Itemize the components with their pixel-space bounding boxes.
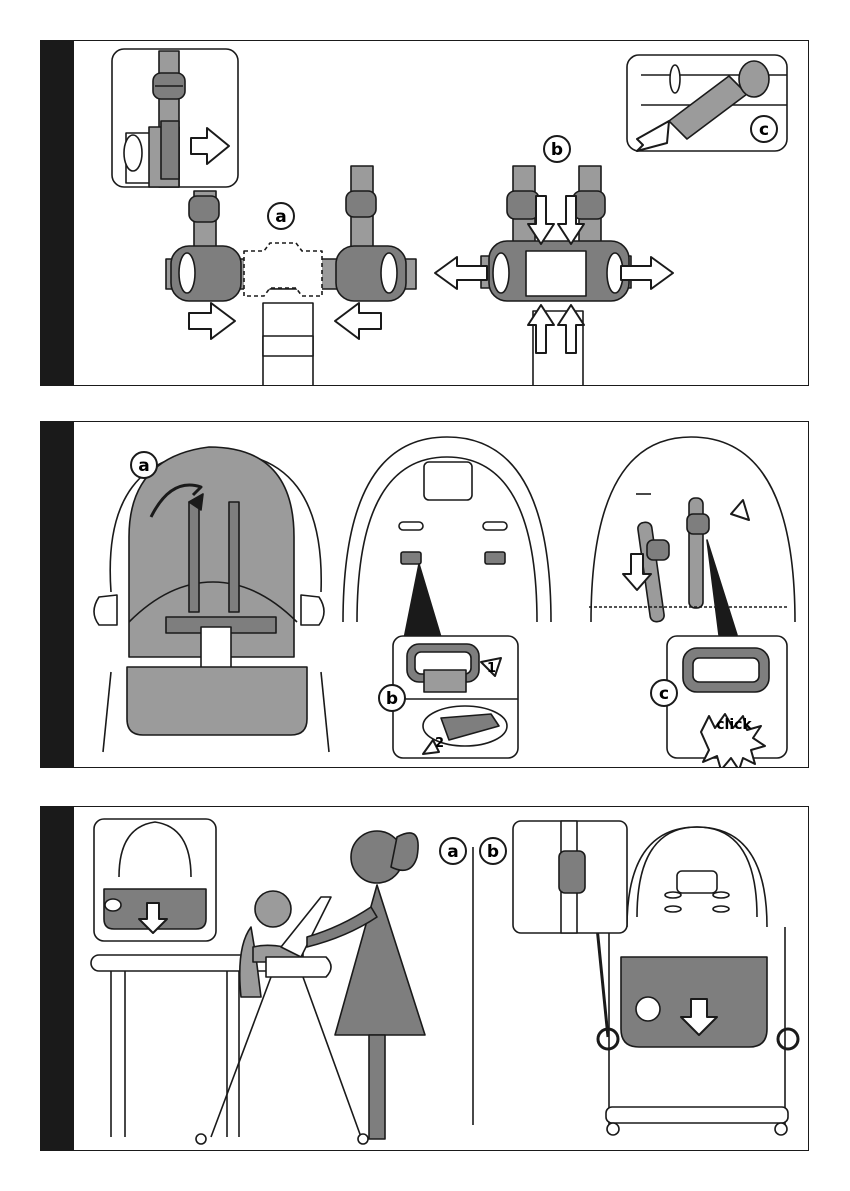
label-c: c: [751, 116, 777, 142]
label-b: b: [544, 136, 570, 162]
label-b: b: [379, 685, 405, 711]
instruction-panel-1: a b c: [40, 40, 809, 386]
label-c: c: [651, 680, 677, 706]
label-a: a: [131, 452, 157, 478]
step-number-2: 2: [435, 736, 444, 751]
instruction-panel-3: a b: [40, 806, 809, 1151]
seat-cover-illustration: click 1 2 a b c: [41, 422, 809, 768]
svg-text:b: b: [487, 842, 499, 862]
svg-text:c: c: [759, 120, 769, 140]
svg-text:c: c: [659, 684, 669, 704]
label-a: a: [440, 838, 466, 864]
label-a: a: [268, 203, 294, 229]
inset-strap-slider: [112, 49, 238, 187]
step-number-1: 1: [487, 661, 496, 676]
svg-text:a: a: [138, 456, 149, 476]
svg-text:b: b: [386, 689, 398, 709]
svg-text:b: b: [551, 140, 563, 160]
label-b: b: [480, 838, 506, 864]
click-label: click: [716, 717, 752, 733]
svg-text:a: a: [275, 207, 286, 227]
svg-text:a: a: [447, 842, 458, 862]
tray-illustration: a b: [41, 807, 809, 1151]
harness-buckle-illustration: a b c: [41, 41, 809, 386]
instruction-panel-2: click 1 2 a b c: [40, 421, 809, 768]
